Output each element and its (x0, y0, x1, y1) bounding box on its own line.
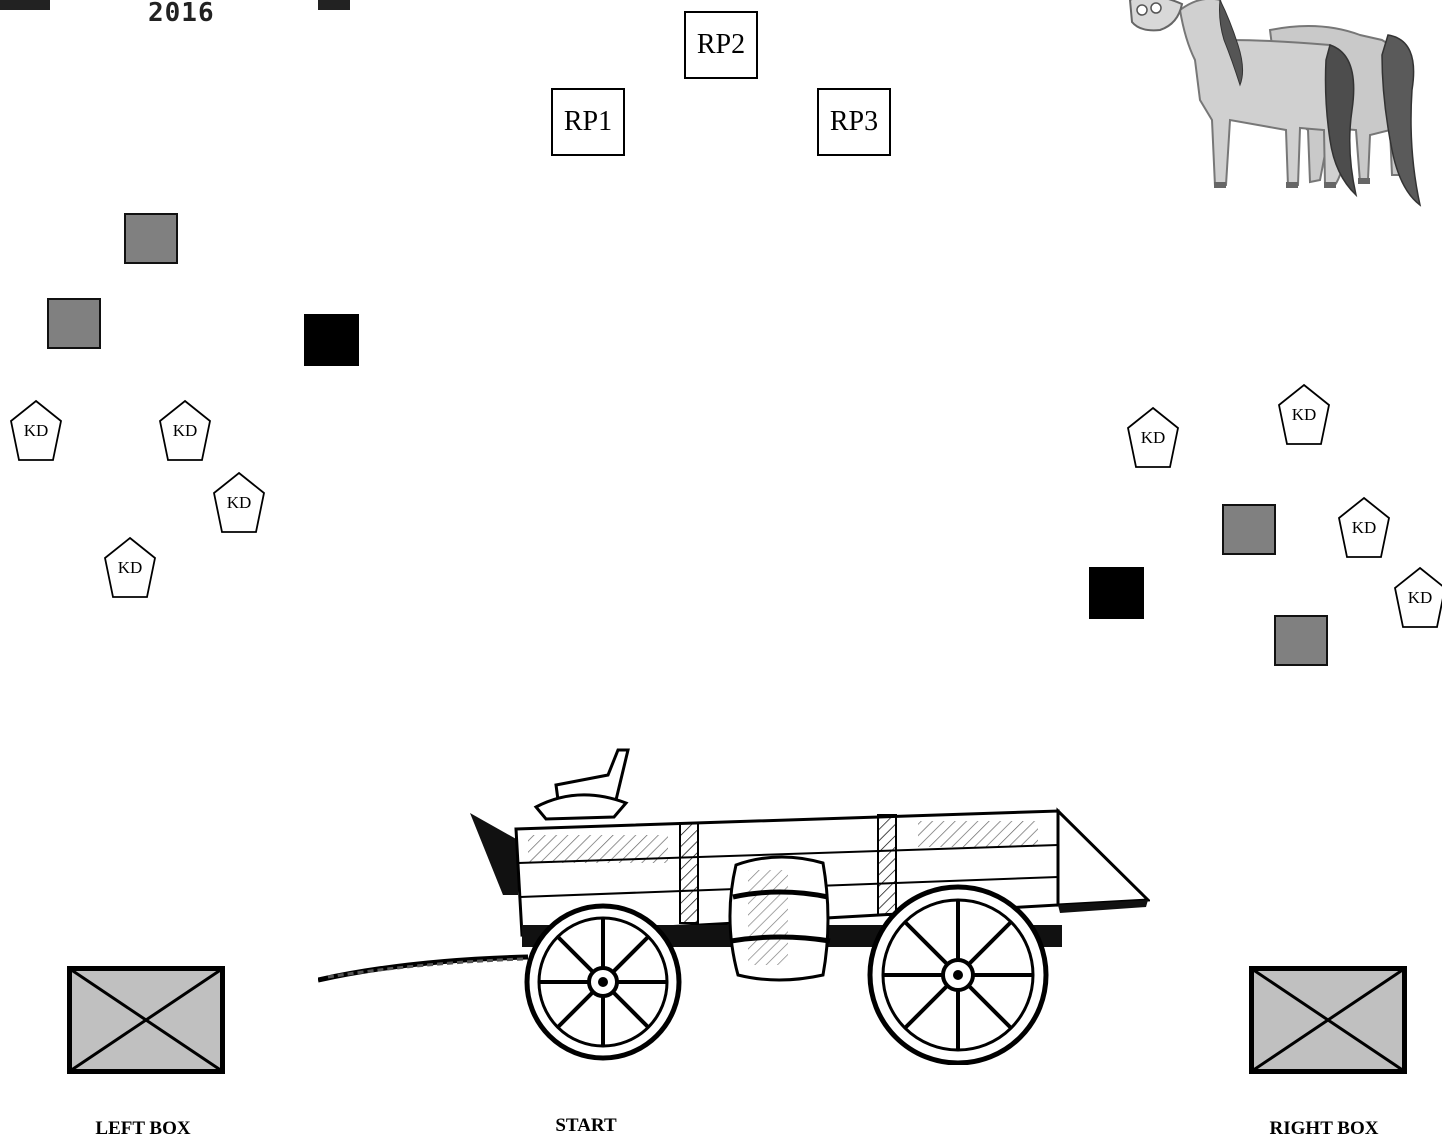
right-box-caption: RIGHT BOX (1244, 1118, 1404, 1140)
kd-pentagon-icon: KD (212, 471, 266, 535)
kd-label: KD (9, 421, 63, 441)
logo-year: 2016 (148, 0, 215, 26)
kd-pentagon-icon: KD (9, 399, 63, 463)
gray-target (47, 298, 101, 349)
left-box-icon (67, 966, 225, 1074)
rp1-box: RP1 (551, 88, 625, 156)
gray-target (124, 213, 178, 264)
black-target (304, 314, 359, 366)
horses-illustration (1120, 0, 1442, 215)
kd-pentagon-icon: KD (1393, 566, 1442, 630)
wagon-illustration (318, 745, 1150, 1065)
kd-pentagon-icon: KD (1126, 406, 1180, 470)
right-box-icon (1249, 966, 1407, 1074)
kd-pentagon-icon: KD (103, 536, 157, 600)
kd-pentagon-icon: KD (1277, 383, 1331, 447)
black-target (1089, 567, 1144, 619)
gray-target (1274, 615, 1328, 666)
kd-label: KD (1126, 428, 1180, 448)
kd-label: KD (1393, 588, 1442, 608)
logo-shape-left (0, 0, 50, 10)
kd-label: KD (1277, 405, 1331, 425)
kd-label: KD (212, 493, 266, 513)
start-caption: START (520, 1115, 652, 1137)
kd-pentagon-icon: KD (1337, 496, 1391, 560)
kd-pentagon-icon: KD (158, 399, 212, 463)
gray-target (1222, 504, 1276, 555)
kd-label: KD (103, 558, 157, 578)
rp3-box: RP3 (817, 88, 891, 156)
rp2-box: RP2 (684, 11, 758, 79)
kd-label: KD (1337, 518, 1391, 538)
logo-shape-right (318, 0, 350, 10)
left-box-caption: LEFT BOX (62, 1118, 224, 1140)
kd-label: KD (158, 421, 212, 441)
stage-logo: 2016 (0, 0, 360, 34)
